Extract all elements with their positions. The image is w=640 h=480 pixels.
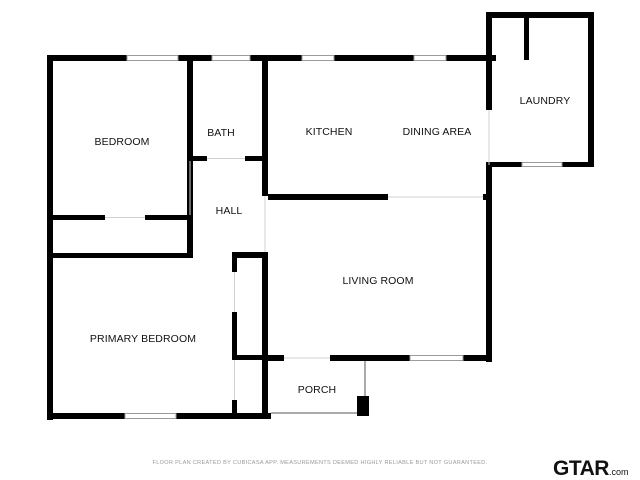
windows <box>124 55 563 419</box>
porch-post <box>357 396 369 416</box>
window-living <box>409 355 464 361</box>
label-bath: BATH <box>207 127 235 139</box>
wall-top-left <box>47 55 127 61</box>
wall-kitchen-bottom <box>268 194 388 200</box>
wall-primary-top-right <box>233 252 268 258</box>
wall-laundry-bottom-left <box>486 162 522 167</box>
wall-bath-bottom-left <box>193 156 207 161</box>
wall-primary-closet-a <box>232 252 237 272</box>
window-dining <box>413 55 447 61</box>
wall-closet-bottom <box>53 253 193 258</box>
floor-plan-credit: FLOOR PLAN CREATED BY CUBICASA APP. MEAS… <box>152 460 488 466</box>
wall-bottom-left <box>47 413 125 419</box>
wall-hall-right <box>262 252 268 419</box>
label-dining: DINING AREA <box>403 126 472 138</box>
wall-bedroom-right <box>187 61 193 257</box>
wall-primary-closet-d <box>232 400 237 419</box>
window-primary <box>124 413 177 419</box>
label-living: LIVING ROOM <box>342 275 413 287</box>
logo-domain: .com <box>608 467 629 477</box>
wall-living-bottom-right <box>463 355 492 361</box>
wall-top-mid <box>250 55 302 61</box>
wall-bath-right <box>262 61 268 196</box>
label-bedroom: BEDROOM <box>95 136 150 148</box>
wall-top-left-2 <box>178 55 212 61</box>
label-laundry: LAUNDRY <box>520 95 571 107</box>
window-bath <box>211 55 251 61</box>
wall-laundry-bottom-right <box>562 162 594 167</box>
wall-closet-top-right <box>145 215 193 220</box>
wall-top-mid-2 <box>334 55 414 61</box>
label-kitchen: KITCHEN <box>306 126 353 138</box>
porch-outline <box>271 361 366 414</box>
walls <box>47 12 594 420</box>
label-primary-bedroom: PRIMARY BEDROOM <box>90 333 196 345</box>
wall-laundry-right <box>588 12 594 167</box>
openings <box>105 110 490 400</box>
wall-primary-closet-b <box>232 312 237 360</box>
wall-laundry-top <box>486 12 594 18</box>
wall-living-bottom-left <box>268 355 284 361</box>
wall-top-right <box>446 55 496 61</box>
label-porch: PORCH <box>298 384 336 396</box>
wall-laundry-left <box>486 12 492 110</box>
window-bedroom <box>126 55 179 61</box>
gtar-logo: GTAR.com <box>553 458 628 479</box>
wall-closet-top-left <box>53 215 105 220</box>
wall-laundry-closet-a <box>524 18 529 60</box>
window-kitchen <box>301 55 335 61</box>
window-laundry <box>521 162 563 167</box>
logo-main: GTAR <box>553 457 609 480</box>
wall-primary-closet-c <box>237 355 268 360</box>
wall-bottom-left-2 <box>176 413 271 419</box>
wall-bath-bottom-right <box>245 156 268 161</box>
wall-living-bottom-mid <box>330 355 410 361</box>
label-hall: HALL <box>216 205 243 217</box>
wall-left <box>47 55 53 420</box>
wall-living-right <box>486 165 492 362</box>
